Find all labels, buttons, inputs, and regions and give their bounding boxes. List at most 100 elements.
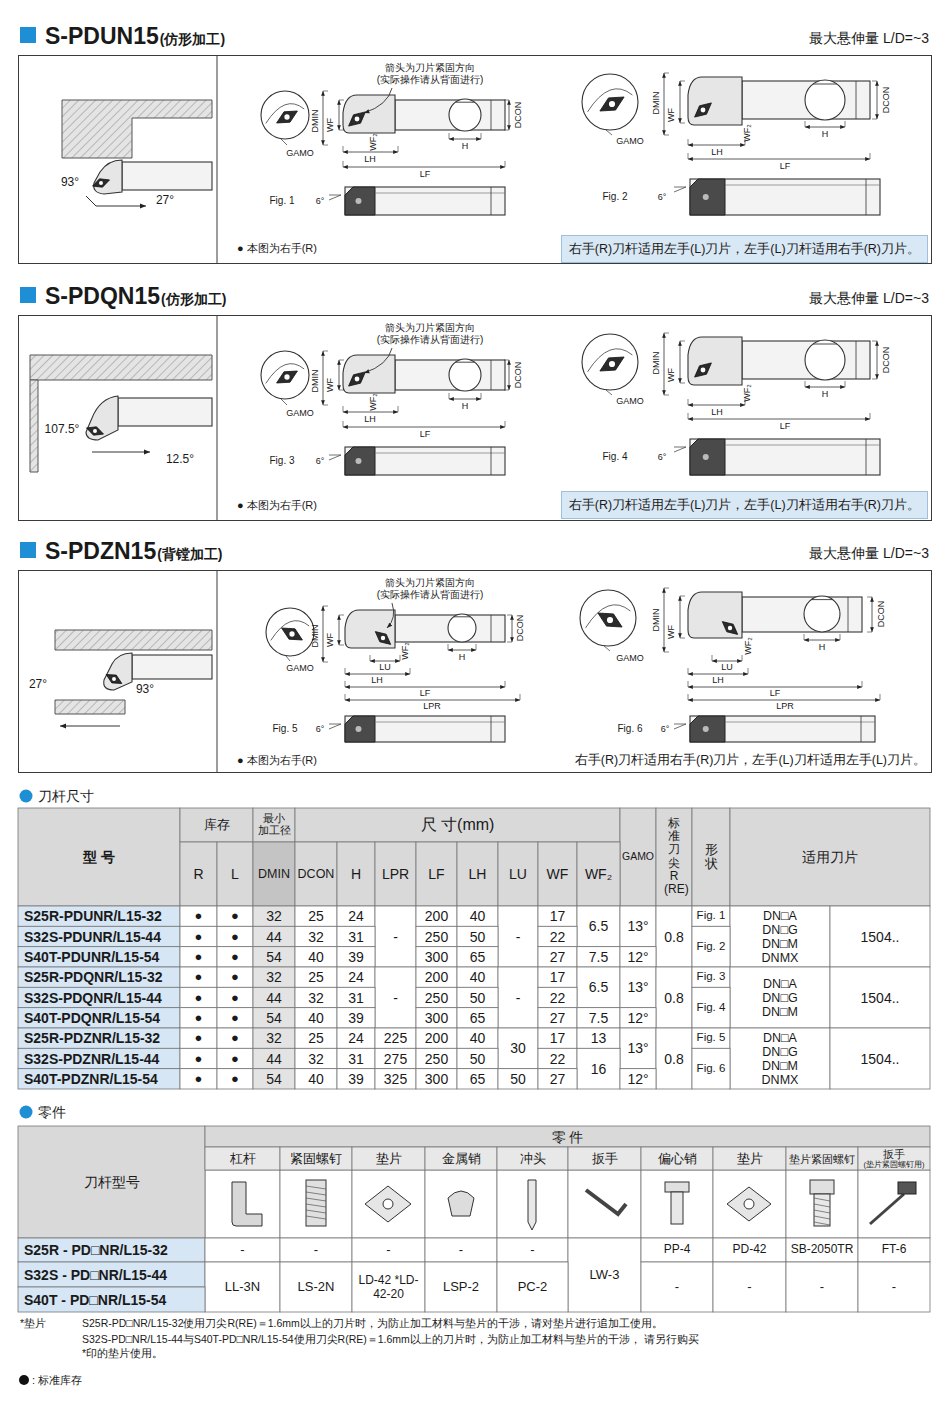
table-cell-frame [713, 1238, 786, 1262]
table-cell-frame [620, 967, 656, 1008]
stock-mark: ● [231, 929, 239, 944]
extension-line [688, 694, 689, 700]
clamp-screw [356, 198, 362, 204]
tool-head-side [345, 716, 375, 742]
table-cell: 54 [266, 1071, 282, 1087]
header-cell: GAMO [622, 851, 654, 863]
table-cell-frame [692, 1048, 730, 1089]
extension-line [339, 615, 344, 616]
shank-flange [491, 187, 492, 215]
table-cell: 13° [627, 1040, 648, 1056]
insert-hole [728, 626, 732, 630]
table-cell: - [393, 989, 398, 1005]
dimension-label: DCON [515, 615, 525, 642]
shank-flange [491, 447, 492, 475]
table-cell: 40 [308, 1071, 324, 1087]
table-cell-frame [497, 1238, 568, 1262]
table-cell: - [675, 1280, 679, 1295]
table-cell-frame [577, 1008, 620, 1028]
shank-flange [856, 81, 857, 119]
shank-section [805, 340, 845, 380]
tool-side-view [690, 179, 880, 215]
dimension-line [370, 661, 400, 662]
angle-label: 6° [316, 456, 325, 466]
extension-line [680, 596, 685, 597]
header-cell: 形 状 [702, 843, 720, 872]
thread-line [814, 1204, 830, 1207]
tool-head [86, 396, 118, 440]
table-cell-frame [577, 842, 620, 906]
table-cell: 12° [627, 949, 648, 965]
dimension-line [449, 139, 481, 140]
thread-line [814, 1222, 830, 1225]
table-cell: - [820, 1280, 824, 1295]
angle-line [674, 187, 686, 188]
table-cell-frame [425, 1262, 497, 1312]
shank-flat [455, 362, 474, 363]
table-cell: 200 [425, 969, 448, 985]
angle-label: 93° [136, 683, 154, 697]
table-cell: 22 [550, 928, 566, 944]
table-cell: 44 [266, 1050, 282, 1066]
table-cell-frame [337, 1048, 375, 1068]
model-cell: S40T-PDUNR/L15-54 [24, 949, 159, 965]
angle-label: GAMO [616, 136, 644, 146]
table-cell-frame [253, 1069, 295, 1089]
tool-side-view [690, 716, 875, 742]
flat-line [725, 185, 880, 186]
extension-line [345, 681, 346, 687]
dimension-label: WF₂ [742, 384, 752, 402]
table-cell-frame [577, 906, 620, 947]
dimension-line [339, 615, 340, 645]
table-cell: - [516, 928, 521, 944]
table-cell: 225 [384, 1030, 407, 1046]
extension-line [880, 694, 881, 700]
dimension-label: DMIN [651, 92, 661, 115]
extension-line [323, 662, 328, 663]
table-cell-frame [830, 906, 930, 967]
tool-side-view [690, 439, 880, 475]
angle-line [329, 455, 341, 460]
table-cell: 31 [348, 989, 364, 1005]
insert-list: DN□A DN□G DN□M DNMX [748, 1030, 812, 1087]
workpiece-section [62, 100, 212, 158]
dimension-label: WF [666, 368, 676, 382]
table-cell: 40 [470, 908, 486, 924]
table-cell-frame [656, 906, 692, 967]
holder-outline [586, 605, 631, 628]
shank-flange [491, 100, 492, 130]
table-cell-frame [253, 1008, 295, 1028]
table-cell-frame [295, 1069, 337, 1089]
table-cell-frame [18, 1069, 180, 1089]
part-name-note: (垫片紧固螺钉用) [864, 1161, 925, 1170]
table-cell-frame [858, 1238, 930, 1262]
table-cell: 44 [266, 989, 282, 1005]
angle-label: 6° [661, 724, 670, 734]
table-cell-frame [641, 1238, 713, 1262]
feed-arrow [92, 452, 150, 453]
extension-line [840, 634, 841, 640]
flat-line [375, 453, 505, 454]
table-cell-frame [730, 808, 930, 906]
dimension-label: LH [712, 675, 724, 685]
angle-label: 107.5° [44, 423, 81, 437]
dimension-line [688, 145, 745, 146]
shim-part [365, 1186, 411, 1222]
table-cell: LD-42 *LD-42-20 [356, 1273, 422, 1302]
dimension-line [339, 100, 340, 130]
section-heading: S-PDUN15(仿形加工) [45, 22, 225, 53]
dimension-line [512, 615, 513, 642]
table-cell-frame [457, 1069, 498, 1089]
header-cell: LH [469, 866, 487, 882]
table-cell-frame [180, 906, 217, 926]
extension-line [323, 405, 328, 406]
table-cell-frame [337, 906, 375, 926]
table-cell-frame [18, 1048, 180, 1068]
extension-line [870, 153, 871, 159]
table-cell-frame [457, 906, 498, 926]
table-cell: Fig. 5 [697, 1032, 726, 1045]
extension-line [398, 406, 399, 412]
table-cell: 25 [308, 969, 324, 985]
table-cell: 50 [470, 928, 486, 944]
